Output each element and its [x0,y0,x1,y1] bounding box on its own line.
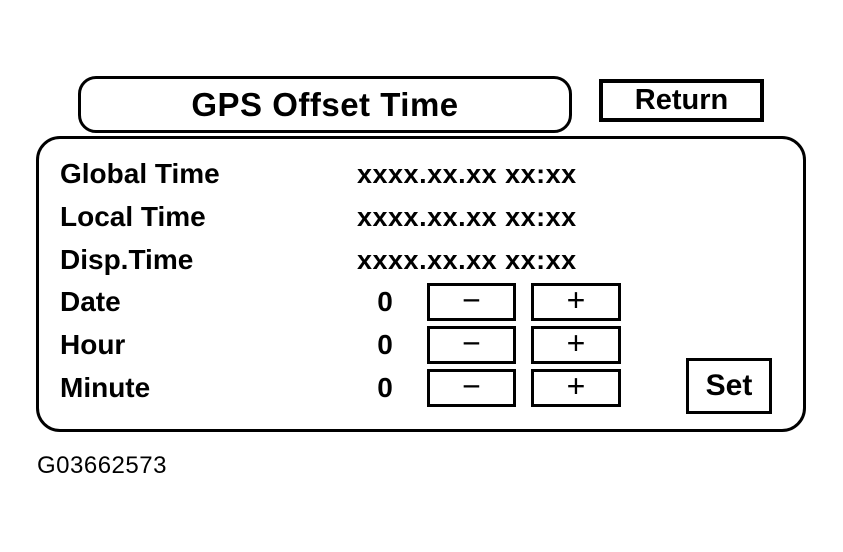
local-time-value: xxxx.xx.xx xx:xx [357,202,577,232]
hour-value: 0 [377,329,393,360]
minute-minus-button[interactable]: − [427,369,516,407]
disp-time-value: xxxx.xx.xx xx:xx [357,245,577,275]
date-minus-button[interactable]: − [427,283,516,321]
hour-plus-button[interactable]: + [531,326,621,364]
minus-icon: − [462,282,481,318]
global-time-value: xxxx.xx.xx xx:xx [357,159,577,189]
global-time-row: Global Time xxxx.xx.xx xx:xx [39,153,803,195]
date-value: 0 [377,286,393,317]
page-title: GPS Offset Time [191,85,459,123]
date-label: Date [60,286,121,317]
hour-label: Hour [60,329,126,360]
minute-row: Minute 0 − + [39,369,803,407]
date-row: Date 0 − + [39,283,803,321]
hour-row: Hour 0 − + [39,326,803,364]
minute-plus-button[interactable]: + [531,369,621,407]
plus-icon: + [566,368,586,404]
set-button[interactable]: Set [686,358,772,414]
minus-icon: − [462,325,481,361]
plus-icon: + [566,325,586,361]
return-button-label: Return [634,84,729,116]
global-time-label: Global Time [60,158,220,189]
set-button-label: Set [705,369,753,402]
figure-id: G03662573 [37,452,167,479]
disp-time-row: Disp.Time xxxx.xx.xx xx:xx [39,239,803,281]
page-title-box: GPS Offset Time [78,76,572,133]
settings-panel: Global Time xxxx.xx.xx xx:xx Local Time … [36,136,806,432]
disp-time-label: Disp.Time [60,244,194,275]
hour-minus-button[interactable]: − [427,326,516,364]
return-button[interactable]: Return [599,79,764,122]
minute-value: 0 [377,372,393,403]
minute-label: Minute [60,372,151,403]
local-time-row: Local Time xxxx.xx.xx xx:xx [39,196,803,238]
date-plus-button[interactable]: + [531,283,621,321]
plus-icon: + [566,282,586,318]
local-time-label: Local Time [60,201,206,232]
minus-icon: − [462,368,481,404]
